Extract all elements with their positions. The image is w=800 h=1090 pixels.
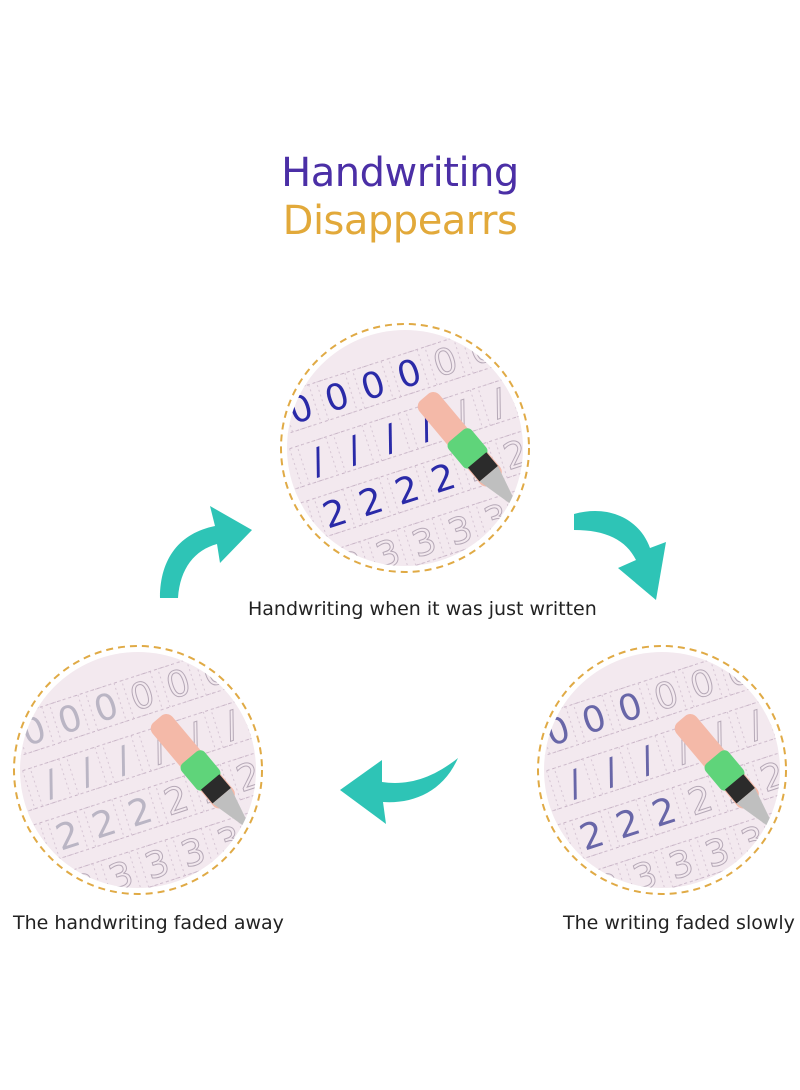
caption-fading: The writing faded slowly <box>563 912 795 934</box>
svg-text:3: 3 <box>32 877 66 900</box>
curved-arrow-icon-down-right <box>574 511 666 600</box>
svg-text:3: 3 <box>249 807 268 853</box>
title-line-2: Disappearrs <box>282 198 518 244</box>
caption-faded: The handwriting faded away <box>13 912 284 934</box>
svg-text:3: 3 <box>299 555 333 578</box>
curved-arrow-icon-left <box>340 758 458 824</box>
title-line-1: Handwriting <box>281 150 519 196</box>
svg-text:3: 3 <box>516 485 535 531</box>
curved-arrow-icon-up-right <box>160 506 252 598</box>
caption-fresh: Handwriting when it was just written <box>248 598 597 620</box>
svg-text:3: 3 <box>773 807 792 853</box>
svg-text:3: 3 <box>556 877 590 900</box>
